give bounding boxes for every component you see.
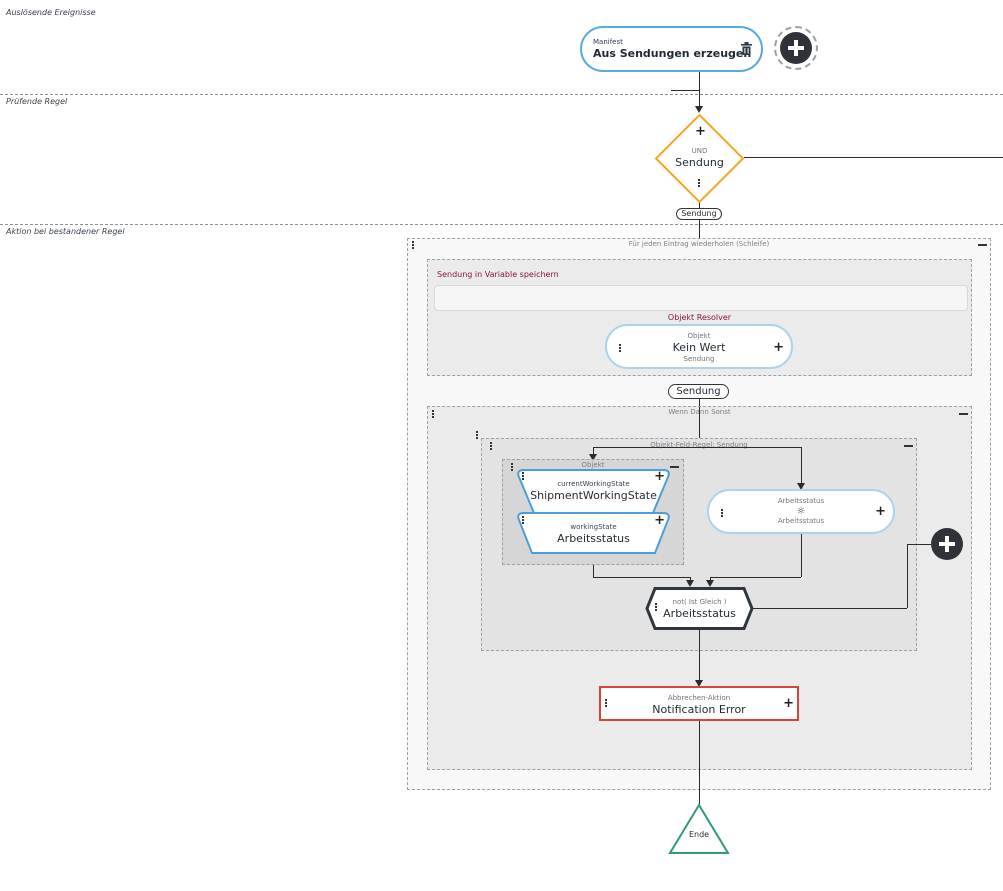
trash-icon[interactable]	[741, 42, 752, 55]
add-icon[interactable]: +	[773, 340, 784, 355]
menu-icon[interactable]	[412, 241, 414, 249]
compare-node-title: Arbeitsstatus	[663, 607, 736, 620]
object-item-field: workingState	[570, 523, 617, 531]
menu-icon[interactable]	[522, 472, 524, 480]
resolver-node-type: Objekt	[687, 332, 711, 340]
section-divider	[0, 94, 1003, 95]
end-node-label: Ende	[688, 830, 710, 839]
variable-input[interactable]	[434, 285, 968, 311]
add-icon[interactable]: +	[783, 696, 794, 711]
field-rule-title: Objekt-Feld-Regel: Sendung	[650, 441, 748, 449]
object-item-shape	[517, 512, 670, 554]
loop-output-tag: Sendung	[668, 384, 729, 399]
menu-icon[interactable]	[721, 509, 723, 517]
menu-icon[interactable]	[698, 179, 700, 187]
object-item-working-state[interactable]: workingState Arbeitsstatus +	[515, 512, 672, 554]
add-trigger-button[interactable]	[774, 26, 818, 70]
menu-icon[interactable]	[432, 410, 434, 418]
object-item-field: currentWorkingState	[557, 480, 630, 488]
add-icon[interactable]: +	[875, 504, 886, 519]
end-node-shape	[668, 803, 730, 854]
compare-node-type: not( Ist Gleich )	[672, 598, 727, 606]
section-divider	[0, 224, 1003, 225]
compare-node-shape	[645, 587, 754, 630]
section-label-triggers: Auslösende Ereignisse	[6, 8, 96, 17]
trigger-node[interactable]: Manifest Aus Sendungen erzeugen	[580, 26, 763, 72]
collapse-icon[interactable]	[904, 445, 913, 447]
section-label-check-rule: Prüfende Regel	[6, 97, 68, 106]
sun-icon: ☼	[796, 506, 806, 517]
rule-output-tag: Sendung	[676, 208, 722, 220]
add-icon[interactable]: +	[654, 513, 665, 528]
resolver-node-subtitle: Sendung	[683, 355, 715, 363]
object-item-title: ShipmentWorkingState	[530, 489, 657, 502]
collapse-icon[interactable]	[978, 244, 987, 246]
rule-node[interactable]: + UND Sendung	[654, 113, 745, 204]
object-group-title: Objekt	[581, 461, 605, 469]
loop-title: Für jeden Eintrag wiederholen (Schleife)	[628, 240, 770, 248]
menu-icon[interactable]	[619, 344, 621, 352]
resolver-label: Objekt Resolver	[667, 313, 732, 322]
collapse-icon[interactable]	[670, 466, 679, 468]
rule-node-type: UND	[691, 147, 708, 155]
rule-node-title: Sendung	[675, 156, 724, 169]
collapse-icon[interactable]	[959, 413, 968, 415]
add-icon	[780, 32, 812, 64]
menu-icon[interactable]	[490, 442, 492, 450]
menu-icon[interactable]	[605, 699, 607, 707]
object-item-title: Arbeitsstatus	[557, 532, 630, 545]
compare-node[interactable]: not( Ist Gleich ) Arbeitsstatus	[645, 587, 754, 630]
section-label-action: Aktion bei bestandener Regel	[6, 227, 125, 236]
abort-node-title: Notification Error	[652, 703, 746, 716]
trigger-node-title: Aus Sendungen erzeugen	[593, 47, 752, 60]
value-node-subtitle: Arbeitsstatus	[777, 517, 825, 525]
add-else-branch-button[interactable]	[931, 528, 963, 560]
rule-node-shape	[654, 113, 745, 204]
resolver-node-title: Kein Wert	[672, 341, 726, 354]
value-node-type: Arbeitsstatus	[777, 497, 825, 505]
abort-node-type: Abbrechen-Aktion	[667, 694, 731, 702]
menu-icon[interactable]	[476, 431, 478, 439]
abort-node[interactable]: Abbrechen-Aktion Notification Error +	[599, 686, 799, 721]
resolver-node[interactable]: Objekt Kein Wert Sendung +	[605, 324, 793, 369]
menu-icon[interactable]	[522, 516, 524, 524]
trigger-node-type: Manifest	[593, 38, 623, 46]
variable-block-title: Sendung in Variable speichern	[437, 270, 559, 279]
menu-icon[interactable]	[511, 463, 513, 471]
add-icon[interactable]: +	[654, 469, 665, 484]
value-node[interactable]: Arbeitsstatus ☼ Arbeitsstatus +	[707, 489, 895, 534]
add-icon[interactable]: +	[695, 124, 706, 139]
menu-icon[interactable]	[655, 603, 657, 611]
object-item-current-working-state[interactable]: currentWorkingState ShipmentWorkingState…	[515, 469, 672, 513]
